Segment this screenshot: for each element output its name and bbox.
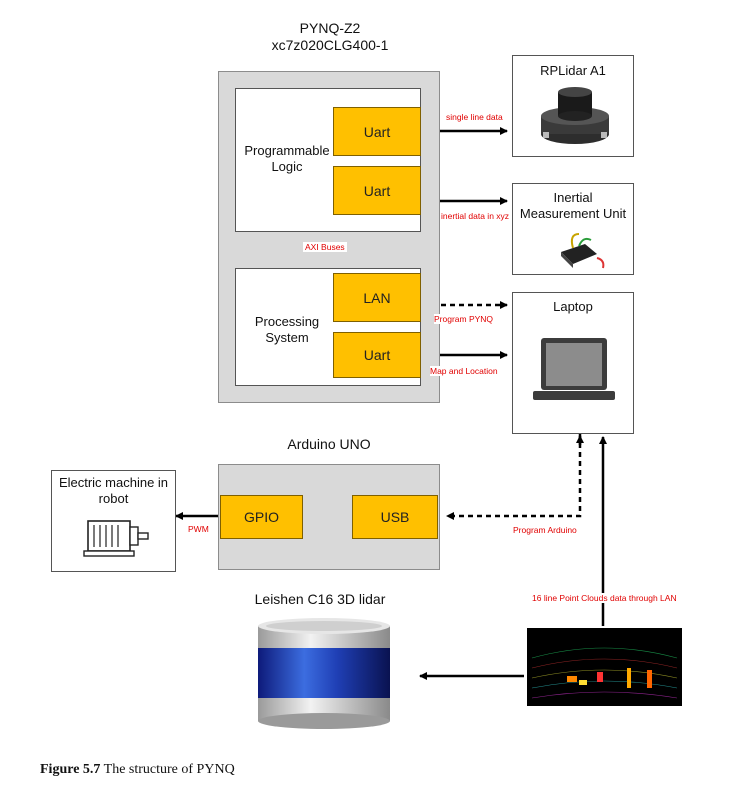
processing-system-label: Processing System — [254, 314, 320, 345]
laptop-title: Laptop — [553, 299, 593, 314]
arduino-usb: USB — [352, 495, 438, 539]
point-cloud-image — [527, 628, 682, 706]
edge-label-point-cloud: 16 line Point Clouds data through LAN — [532, 593, 677, 603]
laptop-icon — [533, 338, 615, 400]
edge-label-program-arduino: Program Arduino — [513, 525, 577, 535]
imu-image — [561, 233, 605, 269]
ps-uart: Uart — [333, 332, 421, 378]
rplidar-title: RPLidar A1 — [540, 63, 606, 78]
pynq-title: PYNQ-Z2 xc7z020CLG400-1 — [218, 20, 442, 54]
edge-label-program-pynq: Program PYNQ — [434, 314, 494, 324]
motor-title: Electric machine in robot — [58, 475, 169, 506]
pl-uart-imu: Uart — [333, 166, 421, 215]
leishen-lidar-image — [258, 618, 390, 729]
figure-caption: Figure 5.7 The structure of PYNQ — [40, 762, 235, 778]
point-cloud-render — [531, 647, 678, 699]
pl-uart-rplidar: Uart — [333, 107, 421, 156]
arduino-title: Arduino UNO — [287, 436, 371, 452]
arrow-program-arduino — [446, 434, 582, 520]
pynq-board-name: PYNQ-Z2 — [299, 20, 361, 36]
rplidar-image — [541, 87, 609, 144]
laptop-box: Laptop — [512, 292, 634, 434]
arduino-gpio: GPIO — [220, 495, 303, 539]
leishen-title: Leishen C16 3D lidar — [254, 591, 386, 607]
motor-box: Electric machine in robot — [51, 470, 176, 572]
rplidar-box: RPLidar A1 — [512, 55, 634, 157]
ps-lan: LAN — [333, 273, 421, 322]
caption-text: The structure of PYNQ — [100, 762, 235, 777]
imu-box: Inertial Measurement Unit — [512, 183, 634, 275]
pynq-chip-name: xc7z020CLG400-1 — [271, 37, 389, 53]
motor-icon — [83, 520, 149, 557]
imu-title: Inertial Measurement Unit — [519, 190, 627, 221]
axi-buses-label: AXI Buses — [303, 242, 347, 252]
caption-prefix: Figure 5.7 — [40, 762, 101, 777]
edge-label-single-line: single line data — [446, 112, 503, 122]
edge-label-inertial: inertial data in xyz — [441, 211, 510, 221]
programmable-logic-label: Programmable Logic — [244, 143, 330, 174]
edge-label-pwm: PWM — [188, 524, 209, 534]
edge-label-map-location: Map and Location — [430, 366, 498, 376]
